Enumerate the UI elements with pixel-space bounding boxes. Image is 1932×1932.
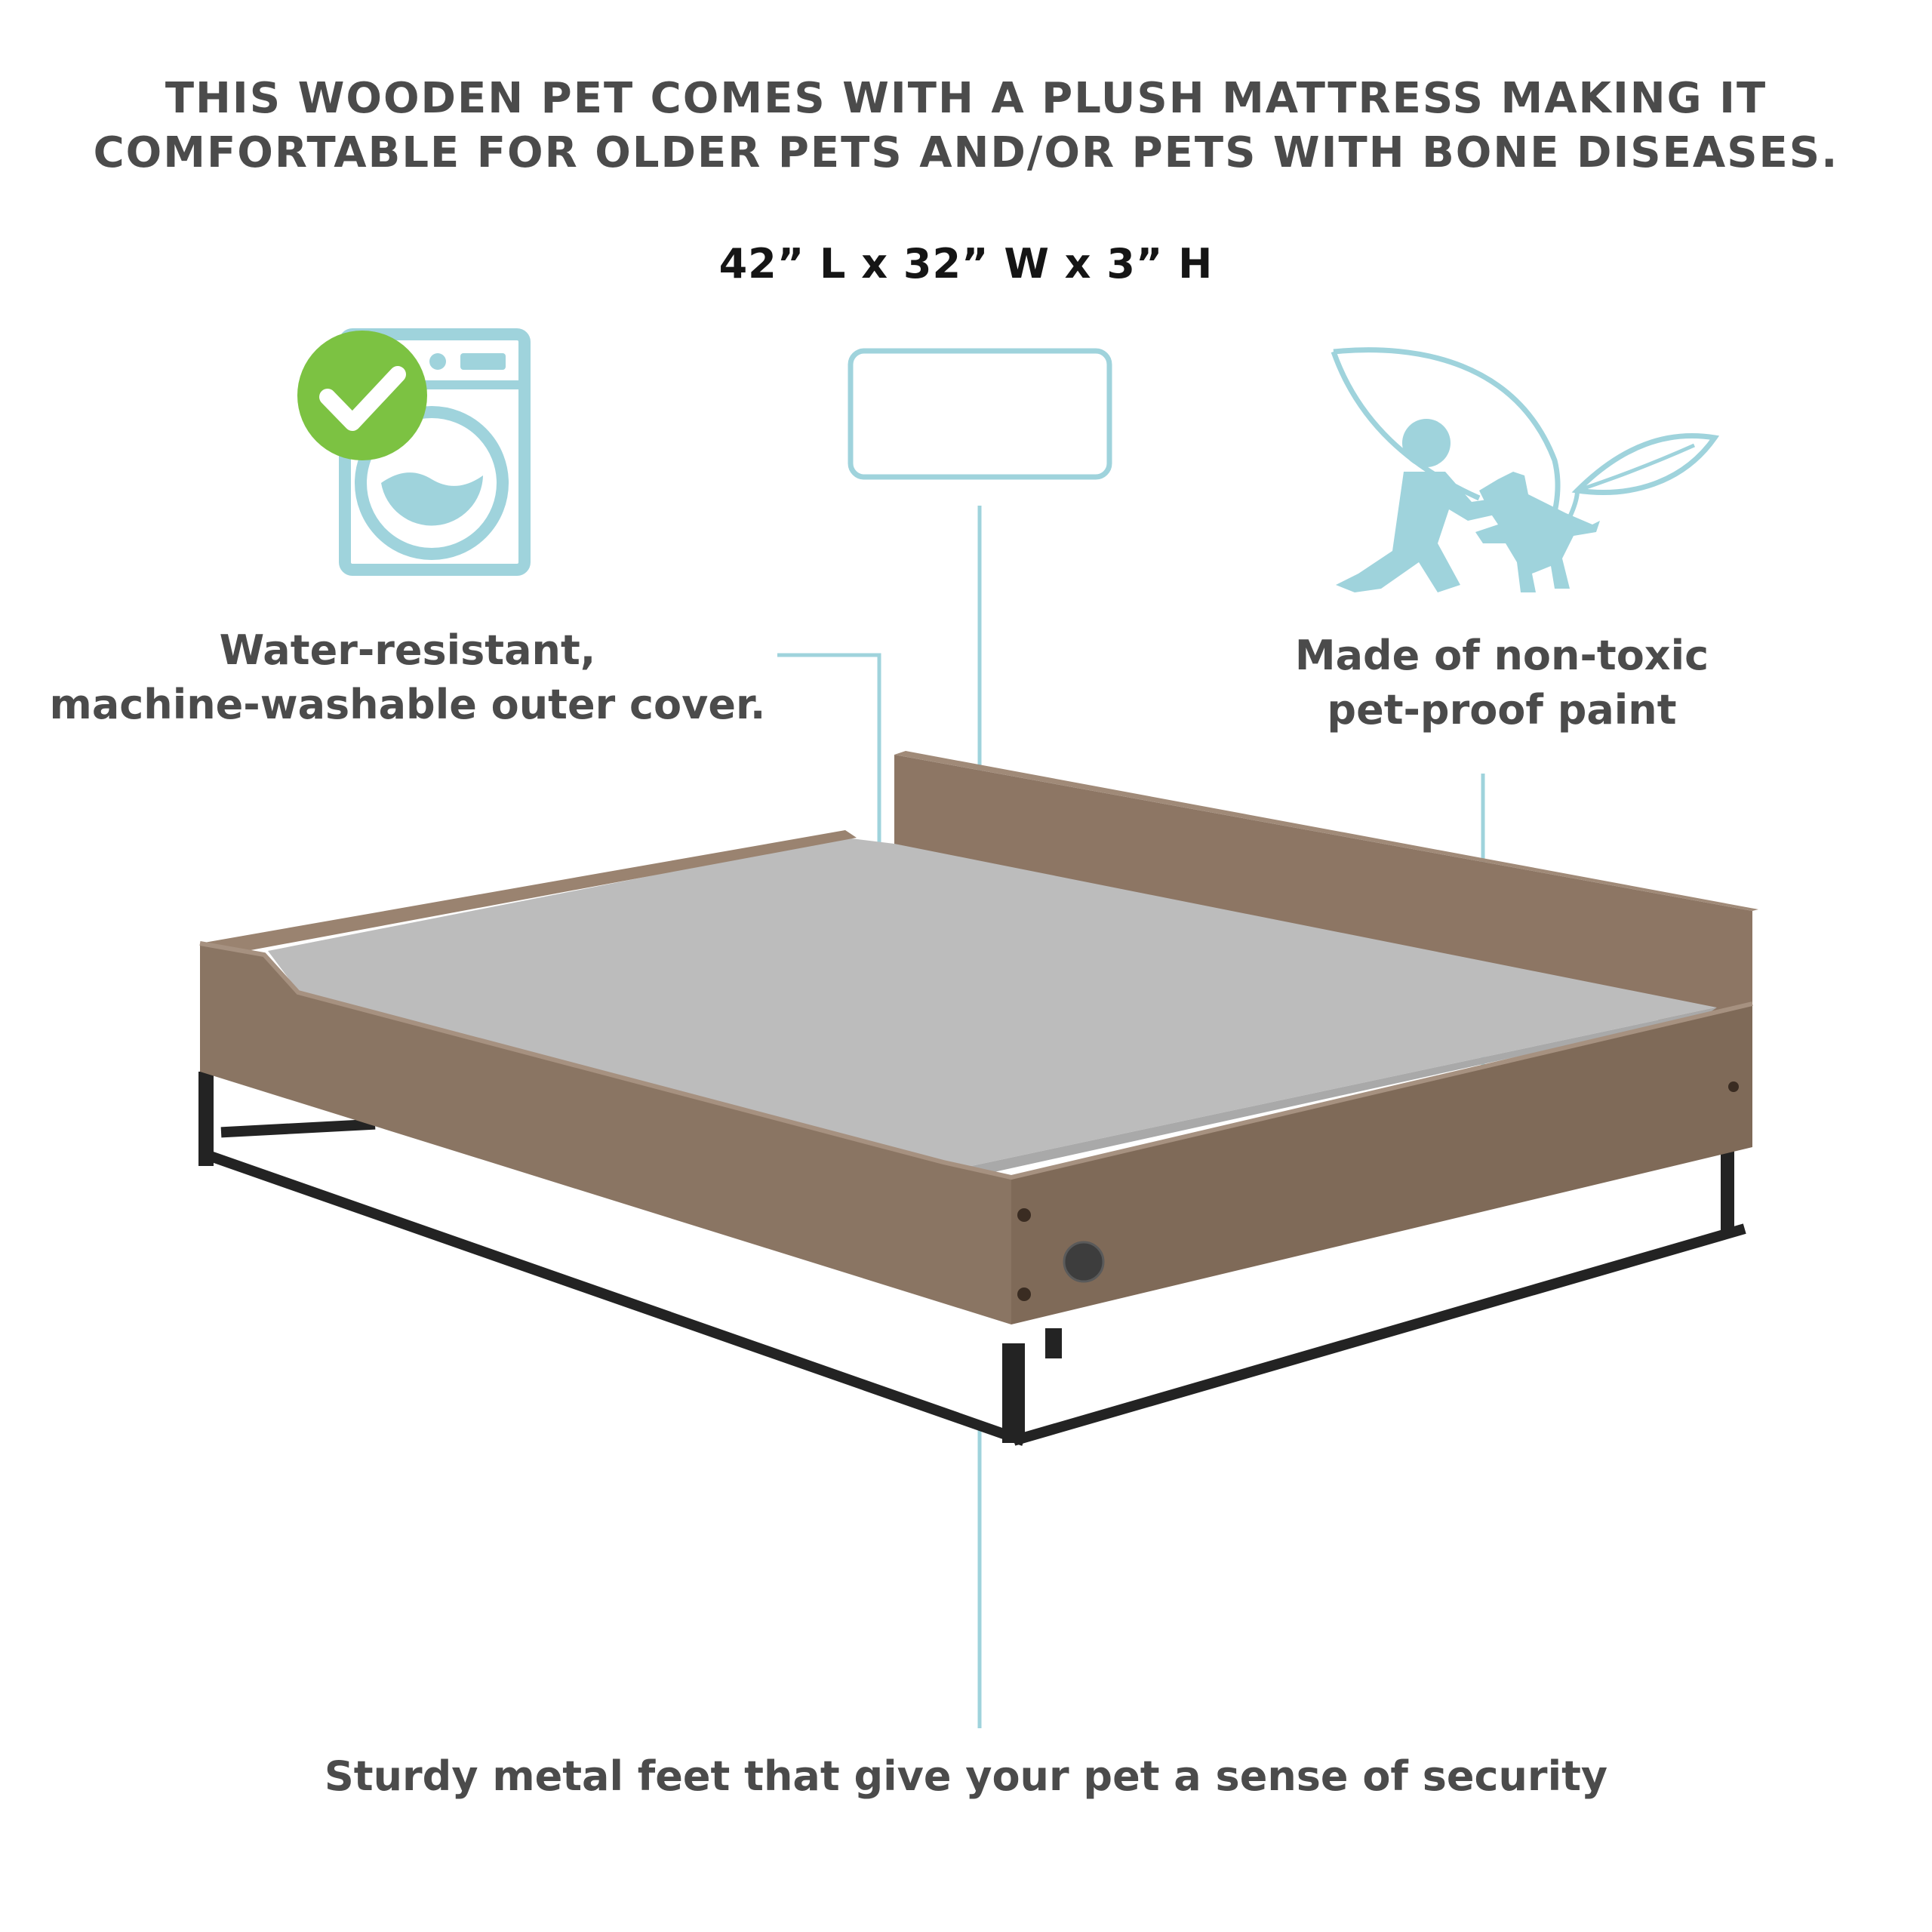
feature-non-toxic-line-1: Made of non-toxic [1294,632,1709,679]
headline: THIS WOODEN PET COMES WITH A PLUSH MATTR… [0,72,1932,180]
mattress [268,838,1717,1174]
metal-leg-inner [1045,1328,1062,1358]
metal-leg-front [1002,1343,1025,1443]
person-dog-leaf-icon [1331,347,1720,592]
metal-leg-left [198,1072,214,1166]
mattress-outline-icon [848,348,1112,480]
screw-top [1017,1208,1031,1222]
feature-non-toxic: Made of non-toxic pet-proof paint [1238,629,1766,737]
bed-back-panel [894,755,1752,1041]
feature-washable: Water-resistant, machine-washable outer … [30,623,785,732]
screw-bottom [1017,1287,1031,1301]
bed-front-left-panel [200,943,1011,1324]
feature-metal-feet: Sturdy metal feet that give your pet a s… [324,1752,1608,1800]
feature-washable-line-1: Water-resistant, [219,626,596,674]
dimensions-label: 42” L x 32” W x 3” H [718,240,1214,288]
feature-non-toxic-line-2: pet-proof paint [1327,686,1677,734]
headline-line-1: THIS WOODEN PET COMES WITH A PLUSH MATTR… [165,74,1767,123]
bed-front-right-panel [1011,1004,1752,1324]
brand-badge-logo [1063,1241,1105,1283]
washing-machine-check-icon [297,328,531,576]
feature-washable-line-2: machine-washable outer cover. [49,681,766,728]
metal-leg-right [1721,1128,1734,1234]
headline-line-2: COMFORTABLE FOR OLDER PETS AND/OR PETS W… [93,128,1839,177]
